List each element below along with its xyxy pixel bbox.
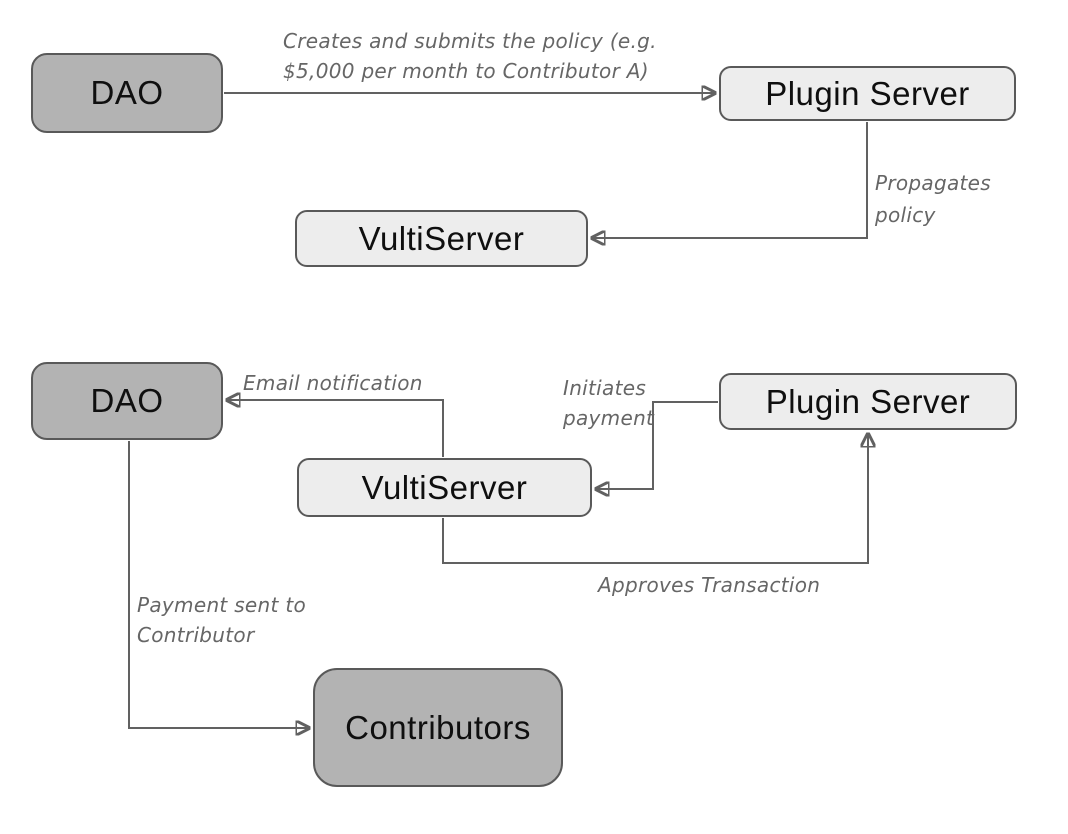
edge-label-propagates-policy: Propagates policy bbox=[875, 171, 991, 227]
node-plugin-server-top: Plugin Server bbox=[719, 66, 1016, 121]
arrow-email-notification bbox=[227, 400, 444, 457]
node-vultiserver-bottom: VultiServer bbox=[297, 458, 592, 517]
edge-label-creates-policy: Creates and submits the policy (e.g. $5,… bbox=[283, 29, 657, 83]
node-plugin-server-bottom-label: Plugin Server bbox=[765, 382, 971, 420]
node-vultiserver-top-label: VultiServer bbox=[358, 219, 525, 257]
node-dao-bottom: DAO bbox=[31, 362, 223, 440]
node-dao-bottom-label: DAO bbox=[90, 382, 164, 419]
node-dao-top-label: DAO bbox=[90, 74, 164, 111]
edge-label-approves-transaction: Approves Transaction bbox=[598, 573, 821, 597]
edge-label-payment-sent: Payment sent to Contributor bbox=[137, 593, 306, 647]
node-vultiserver-bottom-label: VultiServer bbox=[361, 468, 528, 506]
node-plugin-server-bottom: Plugin Server bbox=[719, 373, 1017, 430]
node-plugin-server-top-label: Plugin Server bbox=[765, 74, 970, 112]
node-contributors-label: Contributors bbox=[345, 708, 531, 746]
arrow-payment-sent bbox=[128, 441, 309, 728]
arrow-initiates-payment bbox=[596, 401, 718, 489]
edge-label-email-notification: Email notification bbox=[243, 371, 423, 395]
arrow-approves-transaction bbox=[442, 434, 868, 564]
edge-label-initiates-payment: Initiates payment bbox=[563, 376, 655, 430]
node-contributors: Contributors bbox=[313, 668, 563, 787]
arrow-propagates-policy bbox=[592, 122, 868, 238]
node-dao-top: DAO bbox=[31, 53, 223, 133]
node-vultiserver-top: VultiServer bbox=[295, 210, 588, 267]
